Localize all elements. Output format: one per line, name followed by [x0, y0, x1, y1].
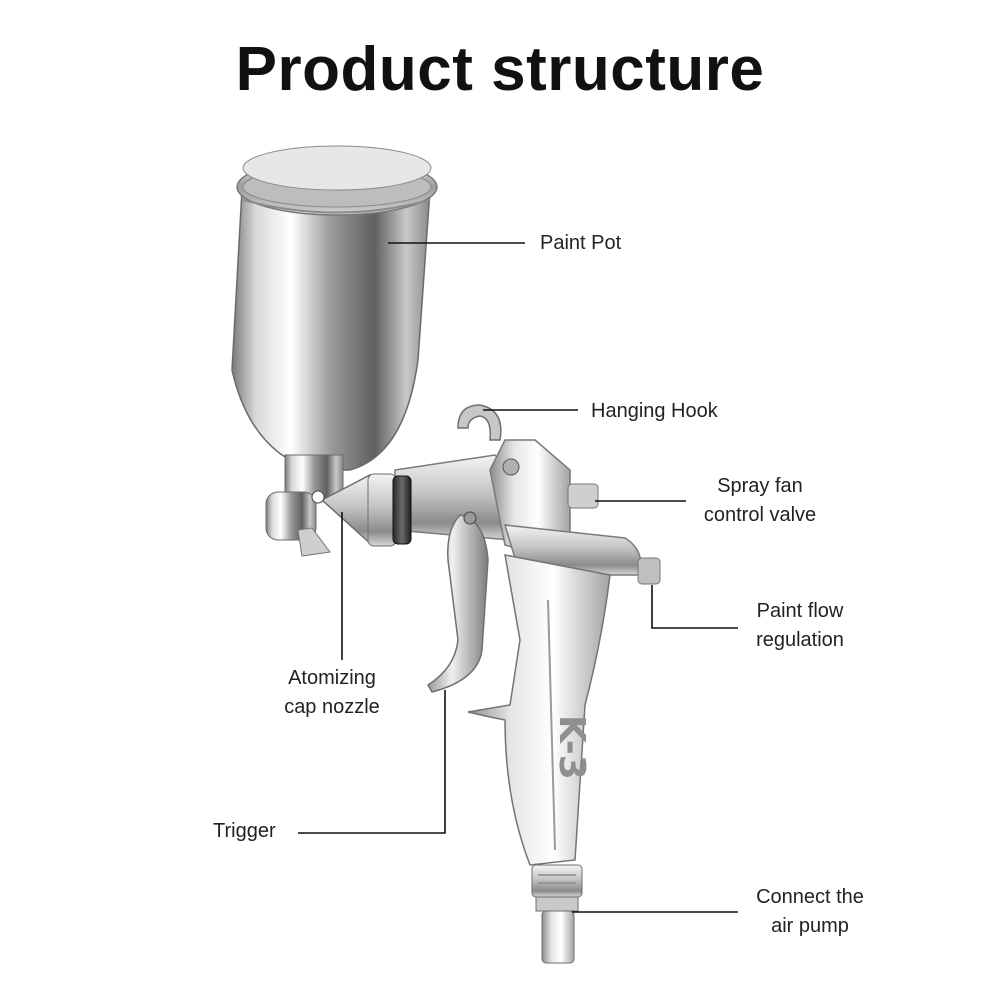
hanging-hook-shape [457, 404, 520, 476]
handle-shape: K-3 [467, 554, 611, 866]
page-title: Product structure [235, 35, 765, 104]
atomizing-cap-nozzle-label: Atomizing cap nozzle [284, 667, 380, 718]
trigger-leader [298, 690, 446, 834]
hanging-hook-label: Hanging Hook [591, 400, 718, 422]
air-connector-shape [531, 864, 583, 964]
paint-pot-label: Paint Pot [540, 232, 622, 254]
paint-flow-regulation-label: Paint flow regulation [756, 600, 844, 651]
spray-fan-control-label: Spray fan control valve [703, 475, 817, 526]
paint-flow-leader [651, 585, 738, 629]
trigger-label: Trigger [213, 820, 276, 842]
paint-pot-shape [231, 145, 438, 557]
model-marking-text: K-3 [551, 715, 592, 780]
leader-lines [298, 242, 738, 913]
trigger-shape [426, 511, 489, 693]
air-pump-connection-label: Connect the air pump [756, 886, 864, 937]
atomizing-cap-shape [311, 473, 412, 547]
